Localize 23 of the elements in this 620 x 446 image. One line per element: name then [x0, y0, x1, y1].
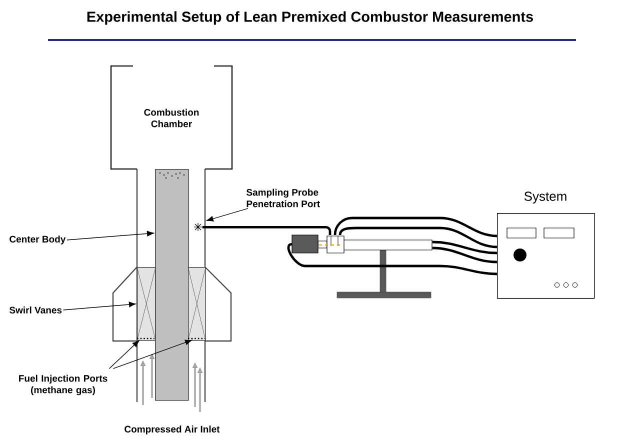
leader-line — [206, 208, 248, 222]
probe-cable — [287, 243, 498, 276]
title: Experimental Setup of Lean Premixed Combustor Measurements — [87, 11, 533, 25]
analyzer-box: System — [497, 192, 595, 299]
part-label: Swirl Vanes — [9, 306, 62, 314]
node-label: System — [524, 192, 566, 204]
combustion-chamber: Combustion Chamber — [110, 65, 233, 170]
probe-cable — [432, 240, 498, 254]
caption-label: Compressed Air Inlet — [124, 426, 220, 434]
leader-line — [112, 340, 192, 369]
probe-cable — [202, 226, 332, 235]
center-body — [155, 169, 189, 401]
part-label: Fuel Injection Ports (methane gas) — [19, 374, 108, 396]
leader-line — [62, 302, 136, 310]
leader-line — [66, 230, 154, 240]
probe-cable — [338, 226, 498, 248]
leader-line — [108, 340, 140, 369]
probe-port — [194, 222, 202, 232]
probe-cable — [432, 246, 498, 264]
probe-cable — [334, 216, 498, 238]
part-label: Center Body — [10, 236, 66, 244]
part-label: Sampling Probe Penetration Port — [246, 188, 320, 208]
sampling-probe-drawing — [292, 234, 432, 254]
